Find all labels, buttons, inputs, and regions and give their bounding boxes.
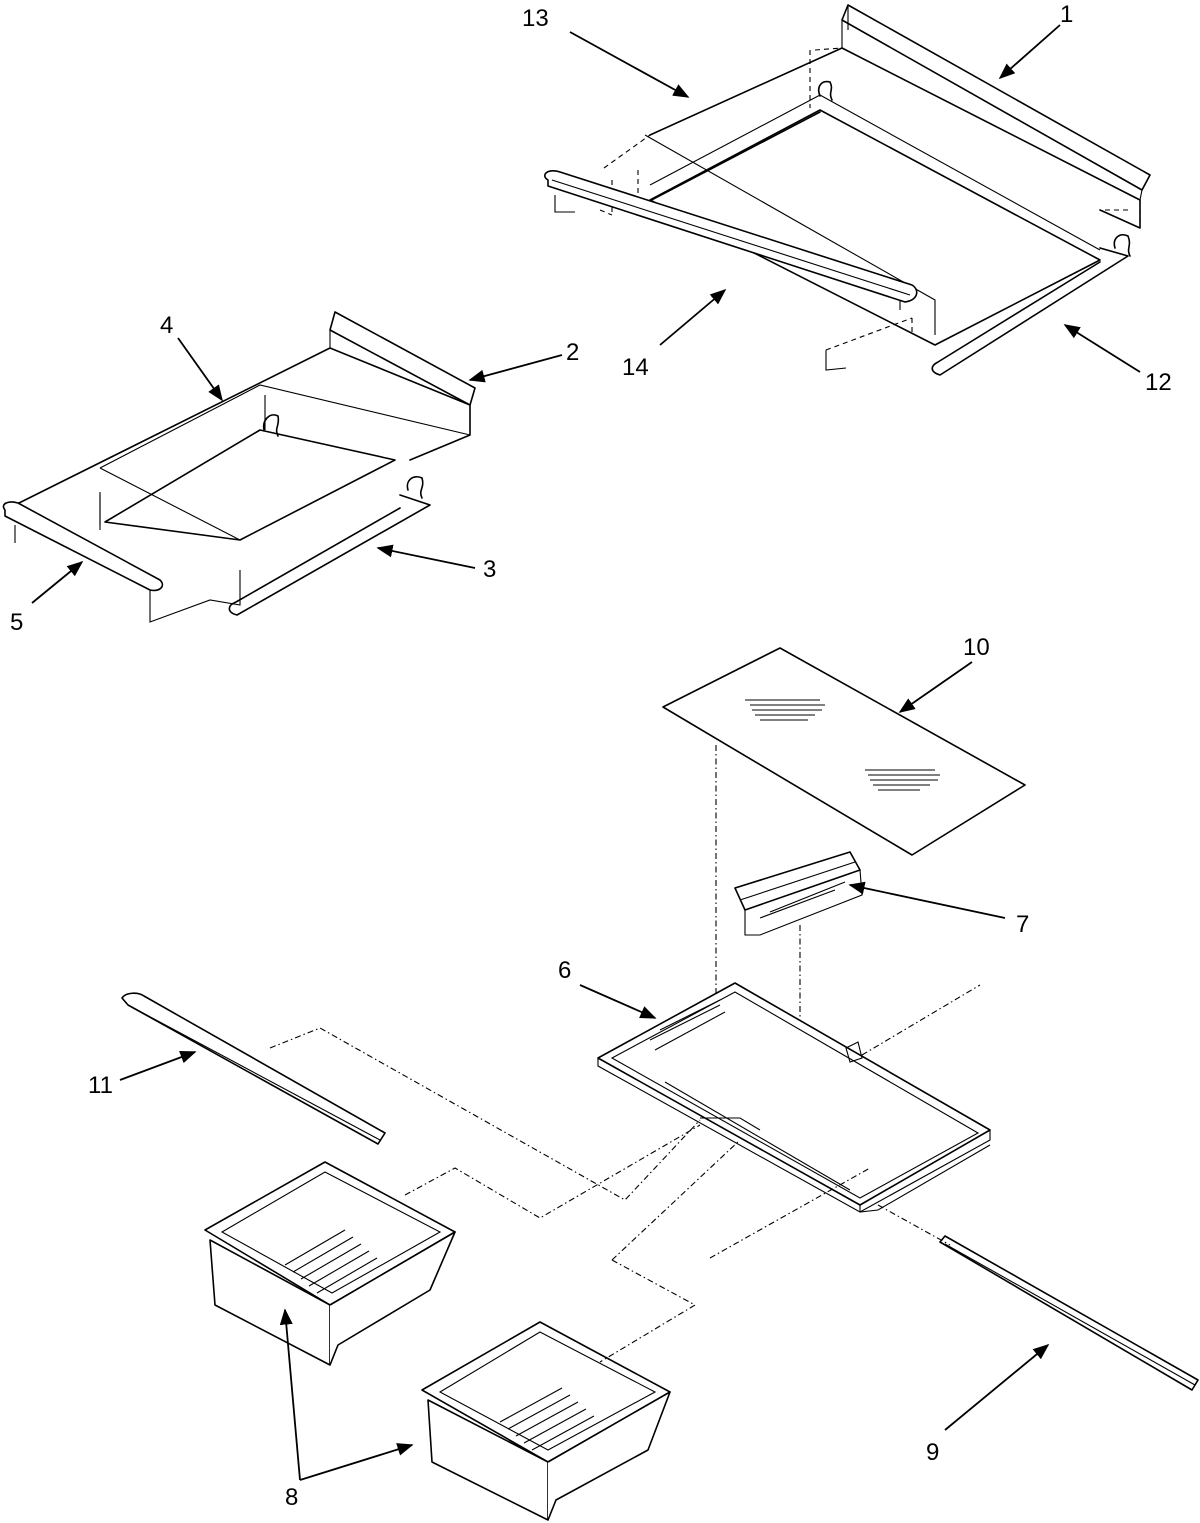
callout-14: 14 <box>622 354 649 381</box>
rear-trim-part-1 <box>841 4 1151 191</box>
crisper-frame-part-6 <box>597 982 991 1213</box>
crisper-drawer-upper-part-8 <box>204 1161 456 1366</box>
crisper-rail-part-9 <box>939 1235 1199 1391</box>
callout-1: 1 <box>1060 1 1073 28</box>
callout-12: 12 <box>1145 369 1172 396</box>
crisper-drawer-lower-part-8 <box>421 1321 671 1521</box>
callout-6: 6 <box>558 957 571 984</box>
callout-11: 11 <box>88 1072 113 1099</box>
callout-7: 7 <box>1016 911 1029 938</box>
front-trim-part-14 <box>544 170 918 303</box>
callout-2: 2 <box>566 339 579 366</box>
upper-shelf-assembly <box>544 4 1151 376</box>
callout-labels: 1 2 3 4 5 6 7 8 9 10 11 12 13 14 <box>10 1 1172 1511</box>
callout-13: 13 <box>522 5 549 32</box>
assembly-guide-lines <box>269 984 981 1363</box>
leader-arrows <box>31 24 1141 1481</box>
callout-10: 10 <box>963 634 990 661</box>
right-side-bracket-part-12 <box>931 247 1129 376</box>
rear-trim-part-2 <box>329 311 476 406</box>
callout-3: 3 <box>483 556 496 583</box>
middle-shelf-assembly <box>2 311 476 623</box>
callout-8: 8 <box>285 1484 298 1511</box>
crisper-trim-part-11 <box>121 992 386 1145</box>
callout-4: 4 <box>160 312 173 339</box>
right-side-bracket-part-3 <box>228 494 431 616</box>
callout-5: 5 <box>10 609 23 636</box>
shelf-glass-part-4 <box>14 347 471 506</box>
callout-9: 9 <box>926 1439 939 1466</box>
front-trim-part-5 <box>2 501 164 592</box>
